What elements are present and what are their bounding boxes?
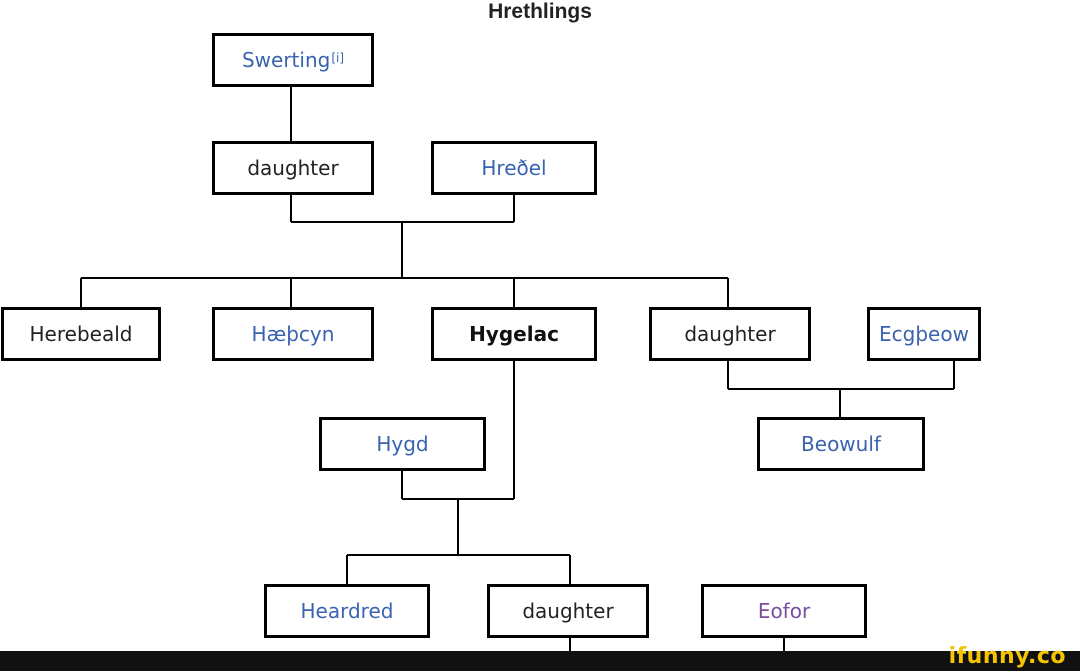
node-hygd-label: Hygd xyxy=(376,432,429,456)
node-swerting-label: Swerting xyxy=(241,48,331,72)
node-hygelac-label: Hygelac xyxy=(469,322,559,346)
node-heardred-label: Heardred xyxy=(300,599,394,623)
node-herebeald-label: Herebeald xyxy=(29,322,133,346)
node-daughter-bottom: daughter xyxy=(487,584,649,638)
footnote-marker[interactable]: [i] xyxy=(331,51,345,65)
node-beowulf-label: Beowulf xyxy=(801,432,881,456)
node-daughter-mid: daughter xyxy=(649,307,811,361)
node-daughter-top: daughter xyxy=(212,141,374,195)
node-daughter-bottom-label: daughter xyxy=(522,599,614,623)
node-heardred[interactable]: Heardred xyxy=(264,584,430,638)
node-swerting[interactable]: Swerting[i] xyxy=(212,33,374,87)
node-hygelac: Hygelac xyxy=(431,307,597,361)
node-beowulf[interactable]: Beowulf xyxy=(757,417,925,471)
node-ecgtheow-label: Ecgþeow xyxy=(879,322,969,346)
node-haethcyn[interactable]: Hæþcyn xyxy=(212,307,374,361)
node-haethcyn-label: Hæþcyn xyxy=(251,322,335,346)
node-herebeald: Herebeald xyxy=(1,307,161,361)
node-daughter-top-label: daughter xyxy=(247,156,339,180)
node-ecgtheow[interactable]: Ecgþeow xyxy=(867,307,981,361)
node-daughter-mid-label: daughter xyxy=(684,322,776,346)
node-hygd[interactable]: Hygd xyxy=(319,417,486,471)
node-eofor[interactable]: Eofor xyxy=(701,584,867,638)
diagram-title: Hrethlings xyxy=(488,0,592,23)
node-eofor-label: Eofor xyxy=(757,599,811,623)
node-hrethel[interactable]: Hreðel xyxy=(431,141,597,195)
watermark-bar xyxy=(0,651,1080,671)
node-hrethel-label: Hreðel xyxy=(481,156,547,180)
ifunny-watermark: ifunny.co xyxy=(948,644,1066,669)
